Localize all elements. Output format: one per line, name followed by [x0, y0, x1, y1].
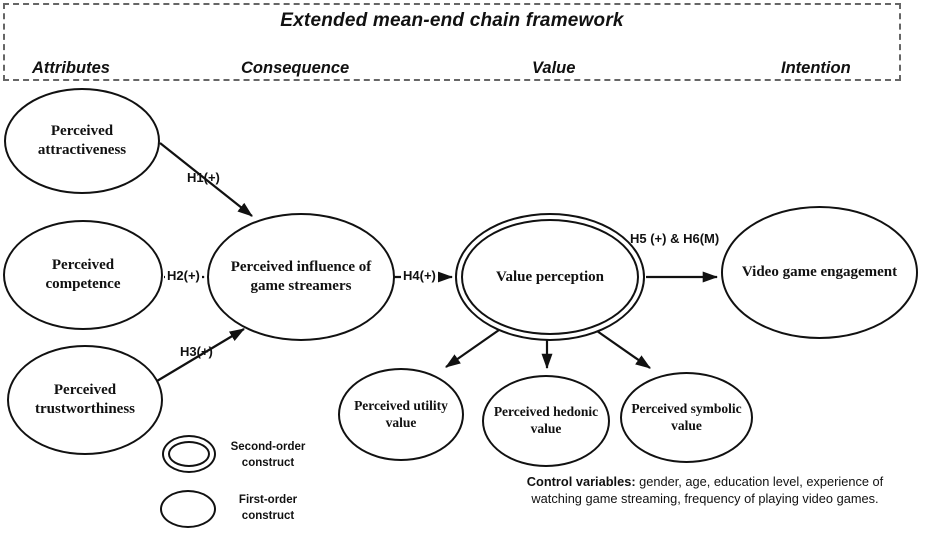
control-variables-text: gender, age, education level, experience… [531, 474, 884, 507]
node-value-perception: Value perception [455, 213, 645, 341]
column-label-attributes: Attributes [32, 59, 110, 77]
legend-first-order-symbol [160, 490, 216, 528]
node-perceived-symbolic-value: Perceived symbolic value [620, 372, 753, 463]
hypothesis-label-h1: H1(+) [187, 170, 220, 185]
node-label: Perceived competence [45, 257, 121, 292]
node-label: Perceived trustworthiness [35, 382, 135, 417]
node-perceived-trustworthiness: Perceived trustworthiness [7, 345, 163, 455]
arrow-h1 [159, 142, 253, 217]
arrow-value-to-symbolic [596, 330, 651, 369]
legend-second-order-label: Second-order construct [230, 441, 306, 469]
control-variables-label: Control variables: [526, 474, 636, 489]
diagram-title: Extended mean-end chain framework [280, 10, 624, 31]
node-perceived-utility-value: Perceived utility value [338, 368, 464, 461]
legend-first-order-label: First-order construct [238, 494, 298, 522]
node-label: Perceived symbolic value [631, 400, 742, 433]
node-label: Perceived influence of game streamers [230, 259, 372, 294]
hypothesis-label-h4: H4(+) [401, 268, 438, 283]
hypothesis-label-h2: H2(+) [165, 268, 202, 283]
arrow-value-to-utility [445, 329, 500, 368]
column-label-consequence: Consequence [241, 59, 350, 77]
node-perceived-influence: Perceived influence of game streamers [207, 213, 395, 341]
legend-inner-ring [168, 441, 210, 467]
hypothesis-label-h3: H3(+) [180, 344, 213, 359]
node-perceived-hedonic-value: Perceived hedonic value [482, 375, 610, 467]
hypothesis-label-h5-h6: H5 (+) & H6(M) [630, 231, 720, 246]
framework-header-box: Extended mean-end chain framework Attrib… [3, 3, 901, 81]
legend-second-order-symbol [162, 435, 216, 473]
control-variables-note: Control variables: gender, age, educatio… [505, 473, 905, 508]
node-perceived-competence: Perceived competence [3, 220, 163, 330]
column-label-value: Value [532, 59, 576, 77]
node-label: Perceived attractiveness [37, 123, 127, 158]
arrow-h3 [156, 328, 245, 382]
second-order-inner-ring: Value perception [461, 219, 639, 335]
column-label-intention: Intention [781, 59, 851, 77]
node-label: Video game engagement [741, 264, 898, 281]
node-video-game-engagement: Video game engagement [721, 206, 918, 339]
node-perceived-attractiveness: Perceived attractiveness [4, 88, 160, 194]
node-label: Value perception [496, 268, 604, 285]
node-label: Perceived utility value [354, 397, 448, 430]
node-label: Perceived hedonic value [493, 404, 599, 436]
